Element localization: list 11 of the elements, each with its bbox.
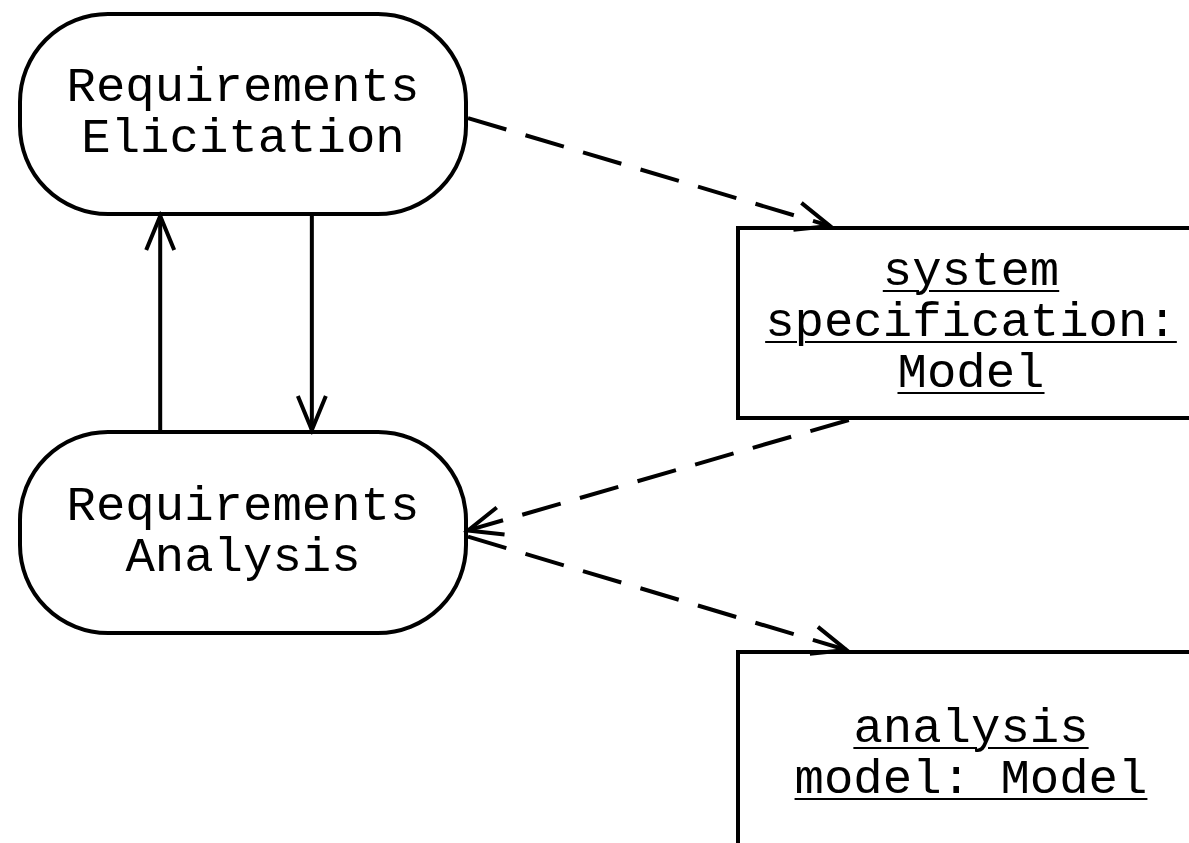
node-label: Requirements Analysis	[65, 481, 421, 584]
arrow	[295, 216, 328, 432]
arrow	[467, 534, 849, 656]
arrow	[467, 116, 832, 232]
object-box	[736, 226, 1189, 420]
node-label: analysis model: Model	[793, 704, 1149, 806]
arrow	[144, 214, 177, 430]
object-box	[736, 650, 1189, 843]
node-label: system specification: Model	[764, 246, 1178, 400]
arrow	[466, 418, 850, 537]
node-label: Requirements Elicitation	[65, 63, 421, 165]
